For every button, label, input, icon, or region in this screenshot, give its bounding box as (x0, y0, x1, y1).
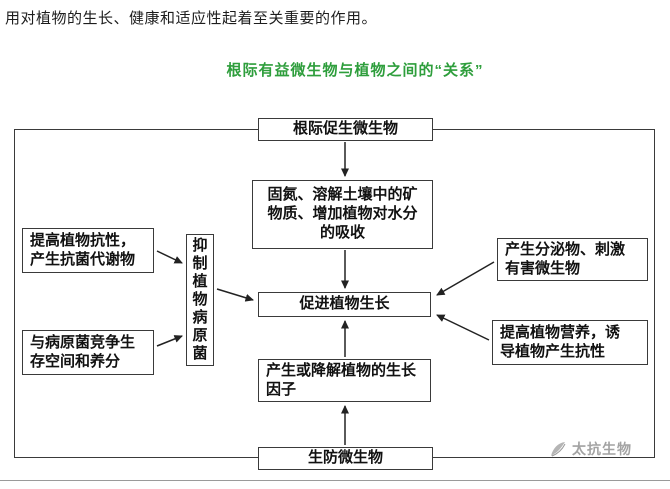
brand-logo-icon (551, 442, 566, 457)
node-inhibit-pathogens: 抑制植物病原菌 (186, 234, 214, 366)
brand-watermark: 太抗生物 (548, 439, 632, 459)
intro-text: 用对植物的生长、健康和适应性起着至关重要的作用。 (5, 10, 378, 27)
node-improve-nutrition-resistance: 提高植物营养，诱 导植物产生抗性 (492, 320, 648, 365)
footer-divider (0, 480, 670, 481)
node-growth-factors: 产生或降解植物的生长 因子 (258, 359, 431, 402)
brand-name: 太抗生物 (572, 441, 632, 457)
node-rhizosphere-growth-microbes: 根际促生微生物 (258, 118, 433, 141)
node-promote-plant-growth: 促进植物生长 (258, 292, 431, 317)
node-nitrogen-fixation: 固氮、溶解土壤中的矿 物质、增加植物对水分 的吸收 (252, 180, 433, 249)
node-plant-resistance-metabolites: 提高植物抗性， 产生抗菌代谢物 (22, 228, 154, 273)
node-biocontrol-microbes: 生防微生物 (258, 447, 433, 470)
node-compete-with-pathogens: 与病原菌竞争生 存空间和养分 (22, 330, 154, 375)
node-secretions-stimulate-harmful: 产生分泌物、刺激 有害微生物 (497, 238, 648, 281)
diagram-title: 根际有益微生物与植物之间的“关系” (226, 62, 484, 79)
